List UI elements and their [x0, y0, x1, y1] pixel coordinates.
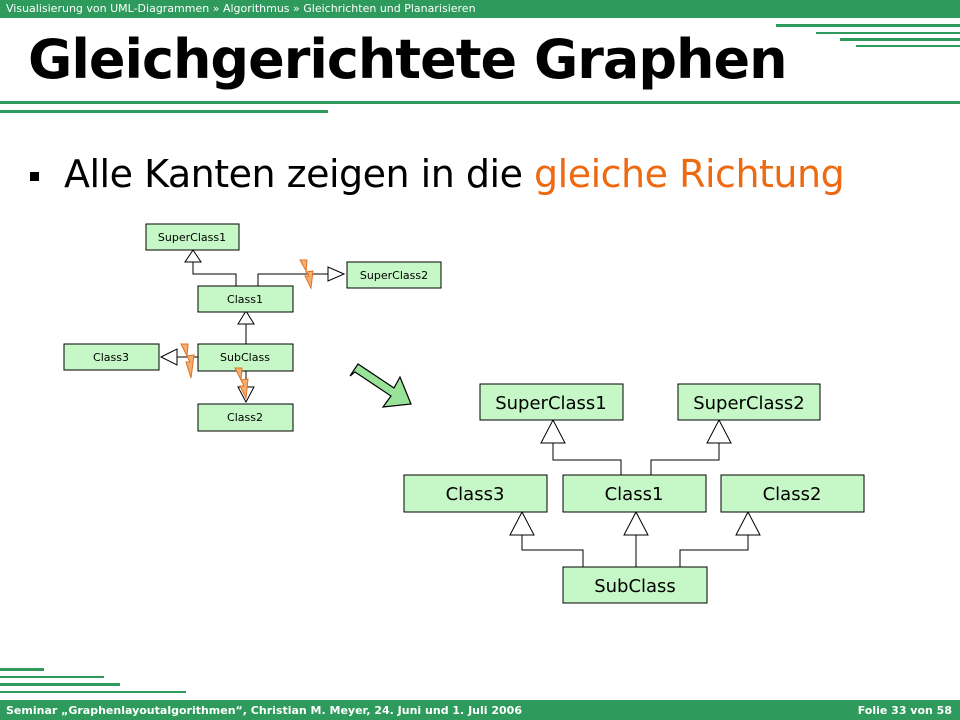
- lightning-icon: [180, 343, 195, 379]
- node-label: SuperClass2: [693, 393, 805, 414]
- transform-arrow-icon: [349, 363, 412, 408]
- node-class2-before: [197, 403, 294, 432]
- edge-subclass-class3: [521, 535, 584, 567]
- arrowhead-class2: [735, 510, 761, 536]
- footer-citation: Seminar „Graphenlayoutalgorithmen“, Chri…: [6, 704, 522, 717]
- arrowhead-class1: [623, 510, 649, 536]
- arrowhead-superclass2: [706, 418, 732, 444]
- page-title: Gleichgerichtete Graphen: [28, 28, 788, 91]
- node-superclass2-after: [677, 383, 821, 421]
- node-class3-after: [403, 474, 548, 513]
- header-bar: [0, 0, 960, 18]
- slide-number: Folie 33 von 58: [857, 704, 952, 717]
- deco-line: [0, 668, 44, 671]
- bullet-text-highlight: gleiche Richtung: [534, 152, 845, 196]
- diagram-before: SuperClass1 SuperClass2 Class1 Class3 Su…: [63, 223, 442, 432]
- node-class1-after: [562, 474, 707, 513]
- deco-line: [0, 676, 104, 678]
- title-underline: [0, 110, 328, 113]
- bullet-marker: [30, 172, 39, 181]
- deco-line: [856, 45, 960, 47]
- edge-class1-superclass2: [257, 273, 328, 286]
- node-label: Class2: [227, 411, 263, 424]
- node-label: SuperClass1: [495, 393, 607, 414]
- node-label: Class1: [227, 293, 263, 306]
- deco-line: [816, 32, 960, 34]
- arrowhead-superclass1: [540, 418, 566, 444]
- deco-line: [0, 683, 120, 686]
- node-label: Class1: [605, 484, 664, 505]
- title-underline: [0, 101, 960, 104]
- footer-bar: [0, 700, 960, 720]
- node-label: SubClass: [594, 576, 676, 597]
- node-label: SubClass: [220, 351, 270, 364]
- edge-subclass-class2: [679, 535, 749, 567]
- node-class2-after: [720, 474, 865, 513]
- node-label: Class3: [446, 484, 505, 505]
- diagram-after: SuperClass1 SuperClass2 Class3 Class1 Cl…: [403, 383, 865, 604]
- node-superclass1-after: [479, 383, 624, 421]
- bullet-text-prefix: Alle Kanten zeigen in die: [64, 152, 535, 196]
- lightning-icon: [299, 259, 314, 290]
- arrowhead-class1: [237, 310, 255, 325]
- deco-line: [0, 691, 186, 693]
- node-subclass-after: [562, 566, 708, 604]
- node-superclass1-before: [145, 223, 240, 251]
- arrowhead-class3: [509, 510, 535, 536]
- node-label: Class3: [93, 351, 129, 364]
- edge-class1-superclass1: [192, 262, 237, 286]
- node-label: SuperClass2: [360, 269, 428, 282]
- node-label: Class2: [763, 484, 822, 505]
- edge-class1-superclass1: [552, 443, 622, 475]
- deco-line: [776, 24, 960, 27]
- lightning-icon: [234, 367, 249, 400]
- arrowhead-superclass1: [184, 249, 202, 263]
- breadcrumb: Visualisierung von UML-Diagrammen » Algo…: [6, 2, 476, 15]
- arrowhead-superclass2: [327, 266, 346, 282]
- node-class3-before: [63, 343, 160, 371]
- node-class1-before: [197, 285, 294, 313]
- edge-class1-superclass2: [650, 443, 720, 475]
- deco-line: [840, 38, 960, 41]
- bullet-text: Alle Kanten zeigen in die gleiche Richtu…: [64, 152, 845, 196]
- node-label: SuperClass1: [158, 231, 226, 244]
- node-superclass2-before: [346, 261, 442, 289]
- node-subclass-before: [197, 343, 294, 372]
- arrowhead-class3: [159, 348, 178, 366]
